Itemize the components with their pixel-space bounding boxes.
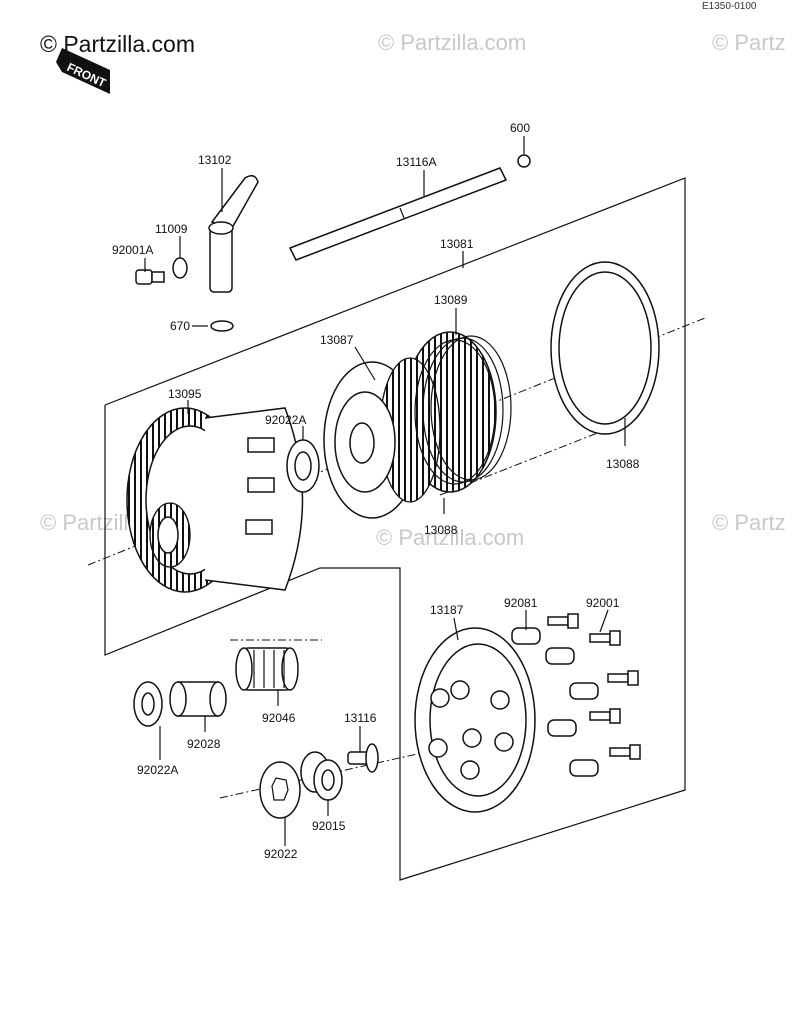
assembly-outline: [104, 177, 686, 881]
friction-plate-13088: [550, 261, 660, 435]
label-13081: 13081: [440, 237, 474, 251]
partzilla-watermark-faded-cut: © Partz: [712, 510, 786, 535]
label-92015: 92015: [312, 819, 346, 833]
partzilla-watermark-faded: © Partzilla.com: [378, 30, 526, 55]
partzilla-watermark-faded-cut: © Partz: [712, 30, 786, 55]
push-rod-13116A: [288, 167, 508, 261]
label-92001: 92001: [586, 596, 620, 610]
bolt-92001A: [135, 269, 165, 285]
washer-11009: [172, 257, 188, 279]
partzilla-watermark-faded: © Partzilla.com: [376, 525, 524, 550]
lock-washer-92022: [259, 761, 301, 819]
axis-line-plates: [439, 429, 606, 496]
push-rod-13116: [347, 743, 379, 773]
clutch-hub-13087: [323, 331, 497, 519]
label-600: 600: [510, 121, 530, 135]
pressure-plate-13187: [414, 627, 536, 813]
label-92028: 92028: [187, 737, 221, 751]
release-lever-13102: [208, 175, 259, 293]
drawing-reference: E1350-0100: [702, 1, 757, 12]
label-13187: 13187: [430, 603, 464, 617]
label-13116: 13116: [344, 711, 377, 725]
label-13095: 13095: [168, 387, 202, 401]
label-92022A-lower: 92022A: [137, 763, 178, 777]
label-670: 670: [170, 319, 190, 333]
label-92081: 92081: [504, 596, 538, 610]
label-92046: 92046: [262, 711, 296, 725]
label-13088-bottom: 13088: [424, 523, 458, 537]
label-13087: 13087: [320, 333, 354, 347]
washer-92022A-lower-hole: [141, 692, 155, 716]
label-92022A-upper: 92022A: [265, 413, 306, 427]
clutch-housing-13095: [126, 407, 304, 593]
needle-bearing-92046: [235, 647, 299, 691]
steel-plates-13089: [414, 335, 512, 485]
springs-92081: [511, 627, 599, 777]
sleeve-92028: [169, 681, 227, 717]
bolts-92001: [547, 613, 641, 760]
nut-92015: [300, 751, 343, 801]
label-92022: 92022: [264, 847, 298, 861]
label-13102: 13102: [198, 153, 232, 167]
label-13116A: 13116A: [396, 155, 436, 169]
washer-92022A-upper-hole: [294, 451, 312, 481]
label-13089: 13089: [434, 293, 468, 307]
label-13088-right: 13088: [606, 457, 640, 471]
leader-lines: [144, 136, 626, 846]
label-11009: 11009: [155, 222, 188, 236]
o-ring-670: [210, 320, 234, 332]
steel-ball-600: [517, 154, 531, 168]
label-92001A: 92001A: [112, 243, 153, 257]
